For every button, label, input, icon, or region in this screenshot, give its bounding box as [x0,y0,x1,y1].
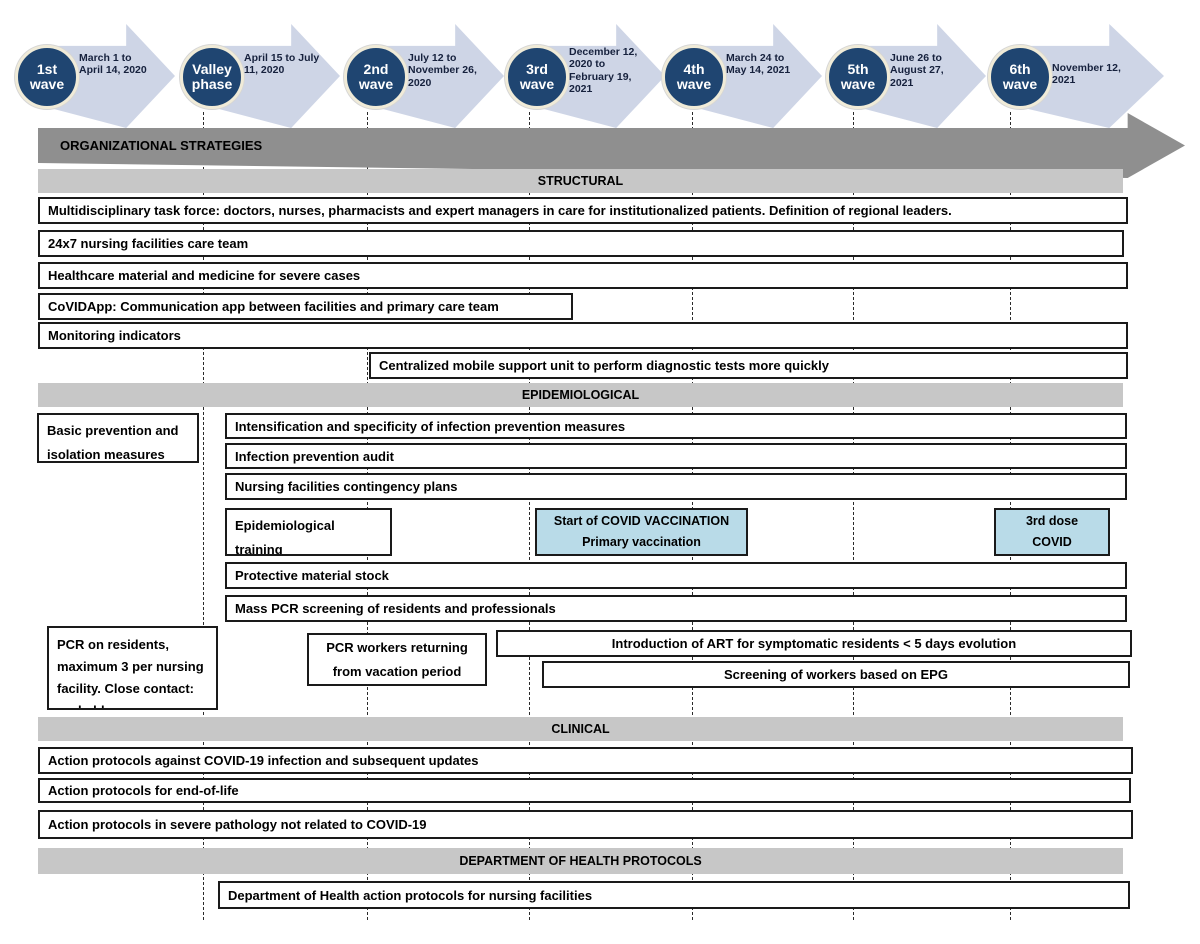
section-header-structural: STRUCTURAL [38,169,1123,193]
wave-badge-valley: Valley phase [180,45,244,109]
wave-label: 4th wave [676,61,712,92]
wave-badge-1st: 1st wave [15,45,79,109]
structural-row: Healthcare material and medicine for sev… [38,262,1128,289]
epi-row: Protective material stock [225,562,1127,589]
section-header-clinical: CLINICAL [38,717,1123,741]
wave-date-4th: March 24 to May 14, 2021 [726,52,791,77]
wave-label: 5th wave [840,61,876,92]
epi-row: Mass PCR screening of residents and prof… [225,595,1127,622]
structural-row: Centralized mobile support unit to perfo… [369,352,1128,379]
wave-label: 3rd wave [519,61,555,92]
clinical-row: Action protocols against COVID-19 infect… [38,747,1133,774]
organizational-strategies-label: ORGANIZATIONAL STRATEGIES [60,138,263,153]
wave-date-1st: March 1 to April 14, 2020 [79,52,147,77]
gridline-3rd-wave [529,112,530,920]
structural-row: 24x7 nursing facilities care team [38,230,1124,257]
structural-row: Multidisciplinary task force: doctors, n… [38,197,1128,224]
epi-training-box: Epidemiological training [225,508,392,556]
epi-art-box: Introduction of ART for symptomatic resi… [496,630,1132,657]
wave-badge-3rd: 3rd wave [505,45,569,109]
wave-badge-5th: 5th wave [826,45,890,109]
wave-badge-2nd: 2nd wave [344,45,408,109]
epi-row: Nursing facilities contingency plans [225,473,1127,500]
wave-date-valley: April 15 to July 11, 2020 [244,52,320,77]
structural-row: Monitoring indicators [38,322,1128,349]
wave-badge-4th: 4th wave [662,45,726,109]
wave-date-6th: November 12, 2021 [1052,62,1121,87]
third-dose-line1: 3rd dose [1025,513,1079,528]
epi-basic-prevention-box: Basic prevention and isolation measures [37,413,199,463]
clinical-row: Action protocols in severe pathology not… [38,810,1133,839]
wave-date-3rd: December 12, 2020 to February 19, 2021 [569,46,638,96]
gridline-5th-wave [853,112,854,920]
wave-label: Valley phase [191,61,233,92]
section-header-epidemiological: EPIDEMIOLOGICAL [38,383,1123,407]
epi-pcr-residents-box: PCR on residents, maximum 3 per nursing … [47,626,218,710]
wave-badge-6th: 6th wave [988,45,1052,109]
vaccination-line1: Start of COVID VACCINATION [553,513,730,528]
third-dose-box: 3rd dose COVID [994,508,1110,556]
vaccination-line2: Primary vaccination [582,535,701,549]
third-dose-line2: COVID [1032,535,1072,549]
epi-row: Intensification and specificity of infec… [225,413,1127,439]
department-row: Department of Health action protocols fo… [218,881,1130,909]
wave-date-5th: June 26 to August 27, 2021 [890,52,944,89]
wave-label: 1st wave [29,61,65,92]
section-header-department: DEPARTMENT OF HEALTH PROTOCOLS [38,848,1123,874]
wave-date-2nd: July 12 to November 26, 2020 [408,52,477,89]
clinical-row: Action protocols for end-of-life [38,778,1131,803]
structural-row: CoVIDApp: Communication app between faci… [38,293,573,320]
gridline-valley-phase [203,112,204,920]
epi-row: Infection prevention audit [225,443,1127,469]
wave-label: 6th wave [1002,61,1038,92]
epi-screening-epg-box: Screening of workers based on EPG [542,661,1130,688]
epi-pcr-workers-box: PCR workers returning from vacation peri… [307,633,487,686]
covid-vaccination-box: Start of COVID VACCINATION Primary vacci… [535,508,748,556]
wave-label: 2nd wave [358,61,394,92]
